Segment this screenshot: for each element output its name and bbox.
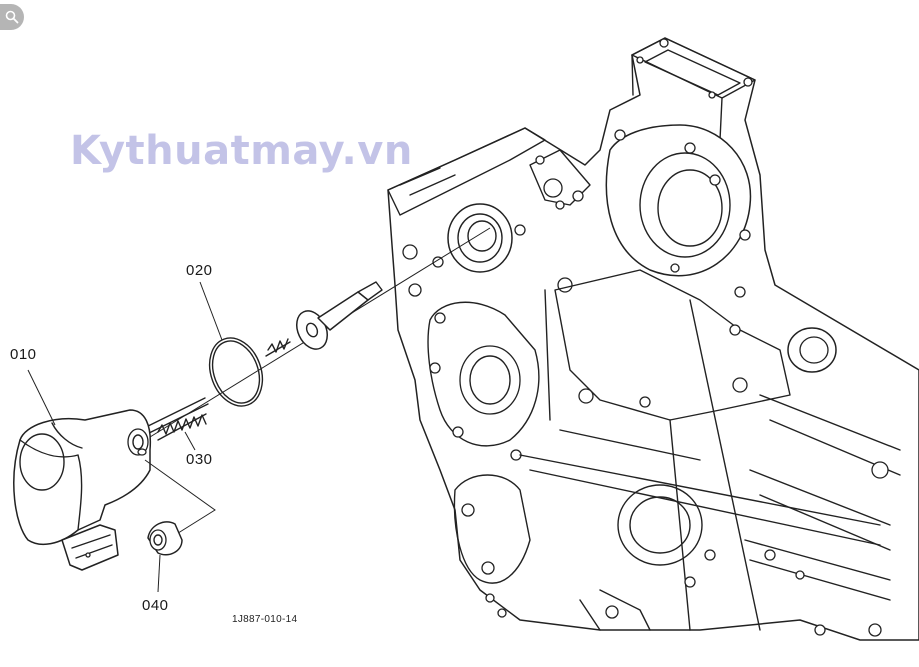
- threaded-tip: [265, 338, 291, 357]
- part-number-label: 020: [186, 262, 213, 279]
- watermark-text: Kythuatmay.vn: [70, 128, 413, 174]
- spring-part-030: [157, 413, 207, 441]
- engine-housing: [387, 37, 919, 641]
- washer-part-040: [147, 521, 183, 556]
- solenoid-assembly: [13, 227, 491, 571]
- part-number-label: 040: [142, 597, 169, 614]
- o-ring-part-020: [208, 337, 264, 407]
- search-button[interactable]: [0, 4, 24, 30]
- magnifier-icon: [5, 10, 19, 24]
- part-number-label: 010: [10, 346, 37, 363]
- part-number-label: 030: [186, 451, 213, 468]
- diagram-reference-code: 1J887-010-14: [232, 614, 298, 625]
- plunger: [296, 281, 383, 350]
- leader-lines: [27, 281, 223, 593]
